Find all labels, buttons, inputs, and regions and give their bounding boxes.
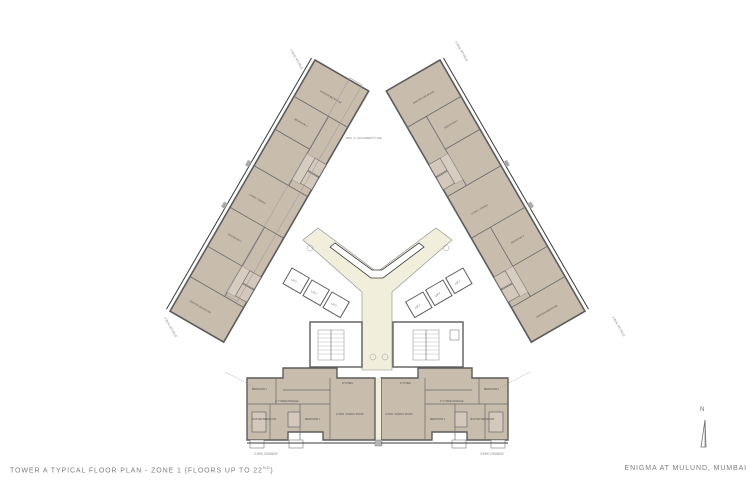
compass-north-label: N [700,407,705,413]
wing-label-ne-bottom: 4 BHK ROYALE [611,316,626,338]
svg-text:BEDROOM 1: BEDROOM 1 [444,119,459,129]
room-label: 3'-7" WIDE PASSAGE [275,400,299,403]
west-wing: MASTER BEDROOM BEDROOM 1 LIVING / DINING… [166,57,370,344]
staircase-left [309,321,363,368]
svg-text:BEDROOM 1: BEDROOM 1 [294,118,309,128]
lift-label: LIFT [310,289,317,296]
wing-label-south-left: 3 BHK GRANDE [254,452,278,456]
south-wing: BEDROOM 2 MASTER BEDROOM BEDROOM 1 LIVIN… [246,367,509,449]
lift-label: LIFT [454,279,461,286]
plan-title: TOWER A TYPICAL FLOOR PLAN - ZONE 1 (FLO… [10,465,274,474]
room-label: BEDROOM 2 [252,388,268,391]
room-label: MASTER BEDROOM [470,418,494,421]
plan-title-text: TOWER A TYPICAL FLOOR PLAN - ZONE 1 (FLO… [10,467,263,475]
room-label: BEDROOM 1 [305,418,321,421]
staircase-right [392,321,464,368]
lifts-right: LIFT LIFT LIFT [404,267,473,319]
wing-label-nw-bottom: 4 BHK ROYALE [163,317,178,339]
lifts-left: LIFT LIFT LIFT [282,267,351,319]
room-label: MASTER BEDROOM [252,418,276,421]
room-label: KITCHEN [400,382,411,385]
svg-text:BEDROOM 2: BEDROOM 2 [227,233,242,243]
svg-text:BEDROOM 2: BEDROOM 2 [511,234,526,244]
wing-label-ne-top: 4 BHK ROYALE [454,41,469,63]
plan-title-close: ) [270,467,274,475]
lift-label: LIFT [414,303,421,310]
east-wing: MASTER BEDROOM BEDROOM 1 LIVING / DINING… [385,57,589,344]
room-label: 3'-7" WIDE PASSAGE [440,400,464,403]
room-label: KITCHEN [342,382,353,385]
lift-label: LIFT [290,277,297,284]
room-label: BEDROOM 1 [430,418,446,421]
lift-label: LIFT [434,291,441,298]
alignment-line-label: BHK 'A' ALIGNMENT LINE [346,136,382,140]
project-name: ENIGMA AT MULUND, MUMBAI [624,465,747,472]
north-arrow-icon [700,419,707,448]
plan-title-superscript: ND [262,465,271,470]
room-label: LIVING / DINING ROOM [385,413,413,416]
lift-label: LIFT [330,301,337,308]
wing-label-nw-top: 4 BHK ROYALE [289,49,304,71]
room-label: BEDROOM 2 [484,388,500,391]
room-label: LIVING / DINING ROOM [336,413,364,416]
wing-label-south-right: 3 BHK GRANDE [480,452,504,456]
